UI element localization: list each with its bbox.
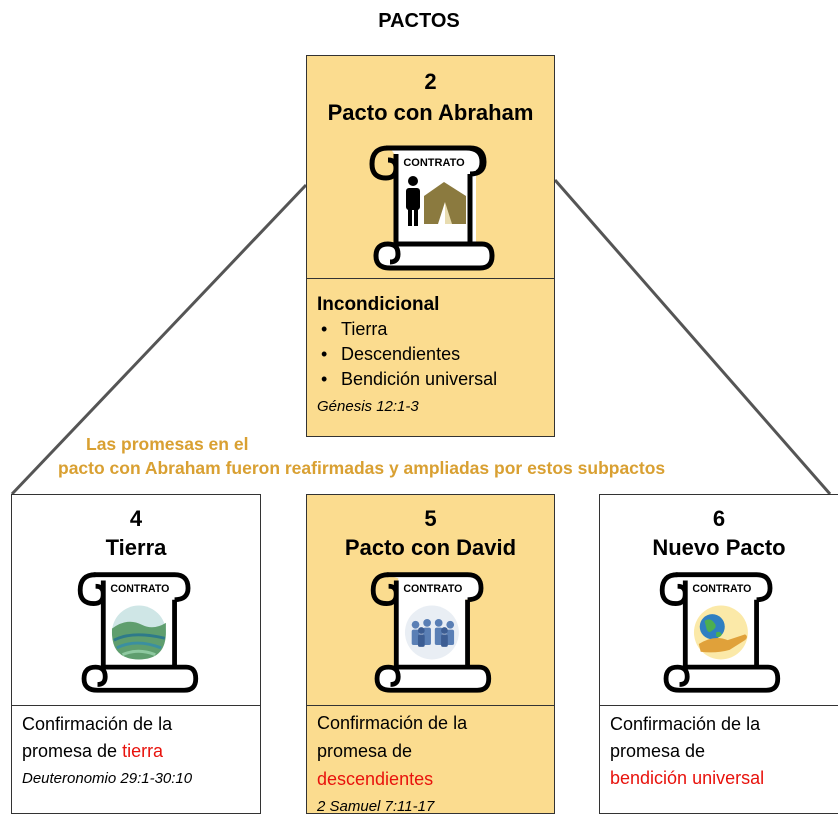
- list-item: Bendición universal: [317, 367, 497, 392]
- confirmation-text: Confirmación de la: [317, 713, 468, 733]
- list-item: Descendientes: [317, 342, 497, 367]
- pact-name: Tierra: [105, 535, 167, 560]
- promise-text: promesa de: [317, 741, 413, 761]
- promise-highlight: descendientes: [317, 769, 434, 789]
- confirmation-text: Confirmación de la: [22, 714, 173, 734]
- scroll-label: CONTRATO: [110, 583, 169, 595]
- confirmation-text: Confirmación de la: [610, 714, 761, 734]
- pact-details: Confirmación de la promesa de tierra Deu…: [22, 711, 192, 792]
- pact-number: 5: [424, 506, 437, 531]
- scripture-reference: 2 Samuel 7:11-17: [317, 798, 435, 815]
- contract-scroll-icon: CONTRATO: [659, 572, 781, 693]
- pact-number: 4: [129, 506, 143, 531]
- list-item: Tierra: [317, 317, 497, 342]
- scroll-label: CONTRATO: [403, 157, 465, 169]
- subpact-box-tierra: 4 Tierra Confirmación de la promesa de t…: [11, 494, 261, 814]
- banner-line-2: pacto con Abraham fueron reafirmadas y a…: [58, 458, 666, 478]
- scroll-label: CONTRATO: [692, 583, 751, 595]
- pact-details: Confirmación de la promesa de descendien…: [317, 709, 467, 821]
- contract-scroll-icon: CONTRATO: [369, 145, 495, 271]
- box-divider: [600, 705, 838, 706]
- pact-details: Incondicional Tierra Descendientes Bendi…: [317, 292, 497, 419]
- promise-line: promesa de tierra: [22, 738, 192, 765]
- banner-line-1: Las promesas en el: [86, 434, 249, 454]
- pact-name: Pacto con Abraham: [327, 100, 534, 125]
- promise-text: promesa de: [610, 741, 706, 761]
- pact-number: 6: [712, 506, 726, 531]
- pact-number: 2: [424, 69, 437, 94]
- promises-list: Tierra Descendientes Bendición universal: [317, 317, 497, 392]
- person-icon: [406, 176, 420, 226]
- contract-scroll-icon: CONTRATO: [370, 572, 492, 693]
- land-icon: [111, 605, 166, 660]
- descendants-icon: [404, 605, 459, 660]
- condition-label: Incondicional: [317, 294, 440, 315]
- tent-icon: [424, 182, 466, 224]
- scroll-label: CONTRATO: [403, 583, 462, 595]
- contract-scroll-icon: CONTRATO: [77, 572, 199, 693]
- scripture-reference: Génesis 12:1-3: [317, 398, 419, 415]
- scripture-reference: Deuteronomio 29:1-30:10: [22, 770, 193, 787]
- pact-details: Confirmación de la promesa de bendición …: [610, 711, 764, 792]
- globe-hand-icon: [693, 605, 748, 660]
- pact-name: Nuevo Pacto: [652, 535, 786, 560]
- promise-highlight: bendición universal: [610, 768, 765, 788]
- pact-name: Pacto con David: [344, 535, 517, 560]
- box-divider: [307, 705, 554, 706]
- page-title: PACTOS: [378, 10, 460, 32]
- box-divider: [12, 705, 260, 706]
- promise-text: promesa de: [22, 741, 123, 761]
- box-divider: [307, 278, 554, 279]
- promise-highlight: tierra: [122, 741, 164, 761]
